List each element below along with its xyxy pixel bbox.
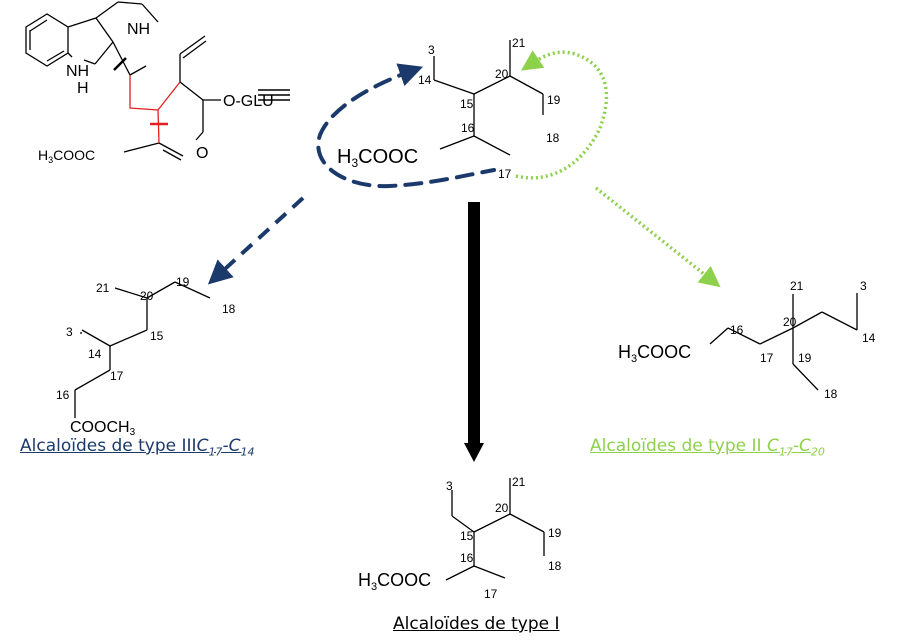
cleavage-bonds [113,57,181,144]
type-ii-skeleton [709,293,858,391]
t2-c14: 14 [862,331,876,345]
t1-c3: 3 [446,479,453,493]
molecule-ester-label: H3COOC [38,147,95,165]
navy-loop-arrow [316,63,496,189]
equivalence-symbol [258,89,290,101]
t3-c14: 14 [88,347,102,361]
t2-c18: 18 [824,387,838,401]
type-ii-caption: Alcaloïdes de type II C17-C20 [590,436,825,458]
t3-ester-label: COOCH3 [70,419,136,438]
center-c19: 19 [547,93,561,107]
t3-c20: 20 [140,289,154,303]
t2-c16: 16 [730,323,744,337]
indole-nh-label: NH [66,63,89,80]
center-c14: 14 [418,73,432,87]
t1-c21: 21 [512,475,526,489]
ring-oxygen-label: O [196,145,208,162]
starting-molecule [25,1,221,161]
t3-c15: 15 [150,329,164,343]
t1-ester-label: H3COOC [358,570,431,593]
center-c20: 20 [495,67,509,81]
t2-ester-label: H3COOC [618,342,691,365]
t1-c20: 20 [495,501,509,515]
black-arrow-head [464,443,484,462]
t1-c17: 17 [484,587,498,601]
t3-c17: 17 [110,369,124,383]
t3-c16: 16 [56,388,70,402]
type-ii-suffix: C17-C20 [766,436,825,459]
t3-c18: 18 [222,302,236,316]
t3-c19: 19 [176,275,190,289]
h-label: H [77,80,89,97]
green-loop-arrow [515,50,609,180]
center-c18: 18 [546,131,560,145]
benzene-ring [25,13,69,67]
type-i-caption-text: Alcaloïdes de type I [393,614,560,634]
t1-c16: 16 [460,551,474,565]
t2-c20: 20 [783,315,797,329]
center-c15: 15 [460,97,474,111]
type-i-caption: Alcaloïdes de type I [393,614,560,634]
t3-c21: 21 [96,281,110,295]
type-ii-caption-text: Alcaloïdes de type II [590,436,762,456]
red-bond-path [129,75,181,111]
oglu-label: O-GLU [223,93,274,110]
t2-c3: 3 [860,279,867,293]
center-c16: 16 [461,121,475,135]
center-c3: 3 [428,43,435,57]
t1-c15: 15 [460,529,474,543]
central-skeleton [433,40,544,156]
black-cut-mark [113,57,127,71]
t2-c19: 19 [798,351,812,365]
type-iii-suffix: C17-C14 [196,436,255,459]
t2-c21: 21 [790,279,804,293]
t2-c17: 17 [760,351,774,365]
center-ester-label: H3COOC [337,146,418,170]
center-c17: 17 [498,167,512,181]
nh-label: NH [127,21,150,38]
center-c21: 21 [512,36,526,50]
t1-c18: 18 [548,559,562,573]
type-iii-skeleton [74,281,211,418]
type-iii-caption: Alcaloïdes de type IIIC17-C14 [20,436,254,458]
navy-arrow-to-type-iii [207,196,305,285]
type-i-skeleton [445,478,545,581]
type-iii-caption-text: Alcaloïdes de type III [20,436,197,456]
green-arrow-to-type-ii [594,186,721,288]
t1-c19: 19 [548,526,562,540]
t3-c3: 3 [66,325,73,339]
